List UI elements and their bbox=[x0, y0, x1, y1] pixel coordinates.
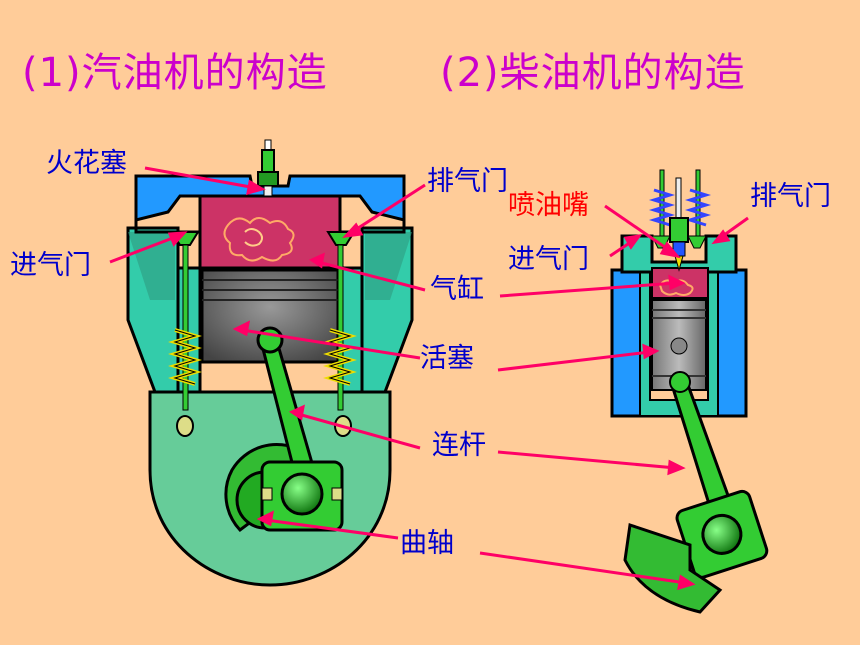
fuel-injector-label: 喷油嘴 bbox=[508, 190, 589, 221]
diesel-engine-drawing bbox=[610, 169, 769, 614]
diesel-engine-title: (2)柴油机的构造 bbox=[440, 50, 746, 96]
leader-lines bbox=[109, 166, 749, 591]
piston-label: 活塞 bbox=[420, 343, 474, 374]
crankshaft-label: 曲轴 bbox=[400, 528, 454, 559]
intake-valve-label-gasoline: 进气门 bbox=[10, 250, 91, 281]
diesel-connecting-rod bbox=[669, 371, 769, 579]
cylinder-label: 气缸 bbox=[430, 274, 484, 305]
exhaust-valve-label-diesel: 排气门 bbox=[750, 181, 831, 212]
exhaust-valve-label-gasoline: 排气门 bbox=[427, 166, 508, 197]
spark-plug-label: 火花塞 bbox=[46, 148, 127, 179]
diesel-crankshaft bbox=[623, 523, 723, 614]
connecting-rod-label: 连杆 bbox=[432, 430, 486, 461]
gasoline-engine-title: (1)汽油机的构造 bbox=[22, 50, 328, 96]
intake-valve-label-diesel: 进气门 bbox=[508, 244, 589, 275]
gasoline-spark-plug bbox=[257, 139, 279, 197]
diesel-piston bbox=[651, 299, 707, 391]
gasoline-intake-valve bbox=[168, 231, 202, 437]
diesel-fuel-injector bbox=[669, 177, 689, 272]
gasoline-connecting-rod bbox=[256, 326, 344, 532]
